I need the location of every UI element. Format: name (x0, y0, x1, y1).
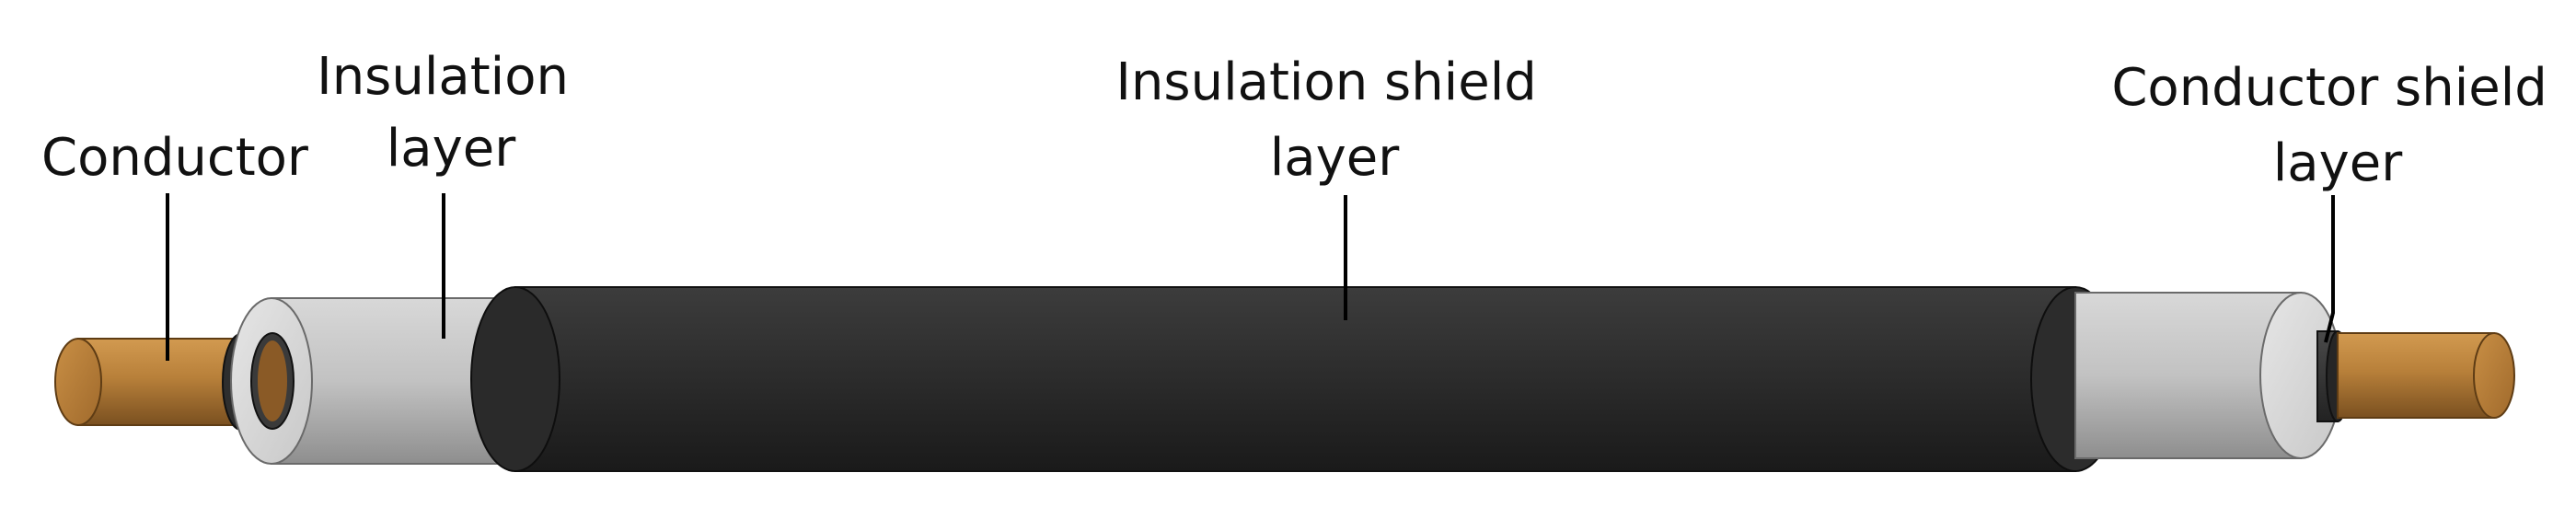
conductor-shield-layer-label-line-2: layer (2273, 133, 2403, 193)
insulation-layer-label-line-2: layer (387, 119, 516, 179)
insulation-layer-label-line-1: Insulation (317, 47, 569, 107)
insulation-layer-right (2074, 292, 2342, 459)
conductor-right (2337, 332, 2515, 419)
conductor-shield-leader-line (2324, 195, 2335, 343)
insulation-shield-layer-label-line-2: layer (1270, 128, 1400, 188)
conductor-shield-layer-label-line-1: Conductor shield (2111, 58, 2547, 118)
insulation-layer-label: Insulation layer (317, 47, 585, 179)
insulation-shield-layer (470, 286, 2120, 472)
conductor-label: Conductor (41, 128, 309, 188)
insulation-shield-layer-label: Insulation shield layer (1115, 52, 1553, 188)
insulation-shield-layer-label-line-1: Insulation shield (1115, 52, 1536, 112)
conductor-shield-layer-label: Conductor shield layer (2111, 58, 2563, 193)
